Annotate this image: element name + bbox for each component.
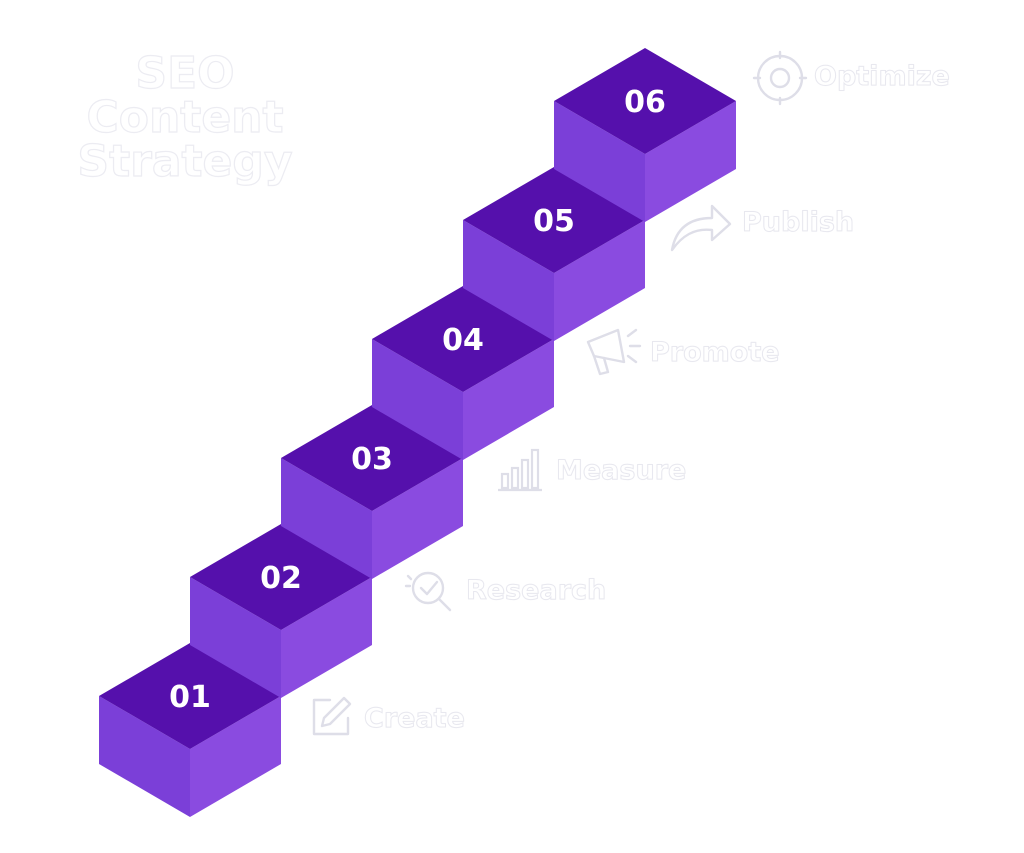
block-right-face xyxy=(463,339,554,460)
step-number-6: 06 xyxy=(624,85,666,120)
block-left-face xyxy=(463,220,554,341)
step-label-2: Research xyxy=(465,575,607,606)
block-right-face xyxy=(281,577,372,698)
block-right-face xyxy=(190,696,281,817)
step-number-5: 05 xyxy=(533,204,575,239)
step-number-2: 02 xyxy=(260,561,302,596)
search-icon xyxy=(402,566,458,616)
diagram-title: SEO Content Strategy xyxy=(70,48,300,187)
title-line-1: SEO xyxy=(135,48,235,99)
share-arrow-icon xyxy=(666,196,736,254)
step-block-6: 06 xyxy=(554,48,736,222)
step-label-5: Publish xyxy=(741,207,855,238)
block-left-face xyxy=(281,458,372,579)
block-left-face xyxy=(372,339,463,460)
step-label-6: Optimize xyxy=(814,61,951,92)
block-left-face xyxy=(190,577,281,698)
title-line-3: Strategy xyxy=(77,136,293,187)
block-left-face xyxy=(99,696,190,817)
step-label-4: Promote xyxy=(650,337,781,368)
step-number-3: 03 xyxy=(351,442,393,477)
edit-icon xyxy=(308,694,354,740)
block-left-face xyxy=(554,101,645,222)
step-label-1: Create xyxy=(364,703,466,734)
megaphone-icon xyxy=(580,316,646,380)
step-block-4: 04 xyxy=(372,286,554,460)
block-right-face xyxy=(372,458,463,579)
step-block-2: 02 xyxy=(190,524,372,698)
bar-chart-icon xyxy=(494,444,544,494)
step-label-3: Measure xyxy=(555,455,687,486)
block-right-face xyxy=(645,101,736,222)
step-number-4: 04 xyxy=(442,323,484,358)
optimize-icon xyxy=(752,50,808,106)
title-line-2: Content xyxy=(86,92,284,143)
block-right-face xyxy=(554,220,645,341)
block-top-face xyxy=(554,48,736,154)
step-number-1: 01 xyxy=(169,680,211,715)
